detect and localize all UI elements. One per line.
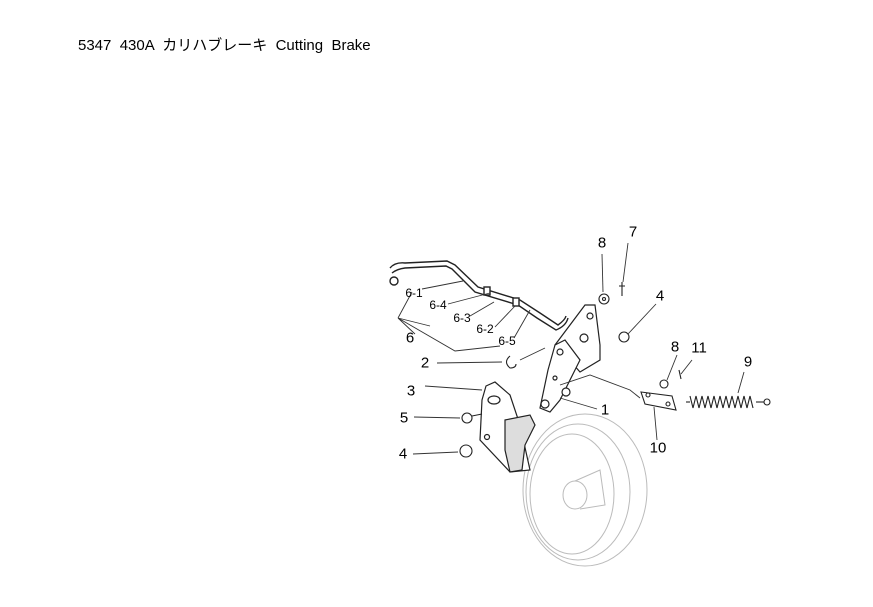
callout-6-rod: 6 <box>405 329 415 347</box>
callout-10-link: 10 <box>649 439 667 457</box>
callout-6-4: 6-4 <box>429 298 447 312</box>
leader-lines <box>397 242 745 455</box>
callout-6-1: 6-1 <box>405 286 423 300</box>
callout-1-arm: 1 <box>600 401 610 419</box>
callout-9-spring: 9 <box>743 353 753 371</box>
brake-plate-drawing <box>479 381 536 473</box>
callout-8-washer: 8 <box>597 234 607 252</box>
callout-5-bolt: 5 <box>399 409 409 427</box>
brake-arm-drawing <box>539 304 601 413</box>
spring-drawing <box>686 395 771 409</box>
page-title: 5347 430A カリハブレーキ Cutting Brake <box>78 37 371 54</box>
callout-4-nut-bottom: 4 <box>398 445 408 463</box>
callout-4-nut-top: 4 <box>655 287 665 305</box>
callout-3-plate: 3 <box>406 382 416 400</box>
wheel-drawing <box>522 413 648 567</box>
callout-8-washer-right: 8 <box>670 338 680 356</box>
callout-2-clip: 2 <box>420 354 430 372</box>
callout-6-5: 6-5 <box>498 334 516 348</box>
small-parts-drawing <box>459 282 682 458</box>
callout-11-pin: 11 <box>691 339 707 357</box>
callout-7-pin: 7 <box>628 223 638 241</box>
callout-6-2: 6-2 <box>476 322 494 336</box>
callout-6-3: 6-3 <box>453 311 471 325</box>
brake-rod-drawing <box>389 260 569 331</box>
